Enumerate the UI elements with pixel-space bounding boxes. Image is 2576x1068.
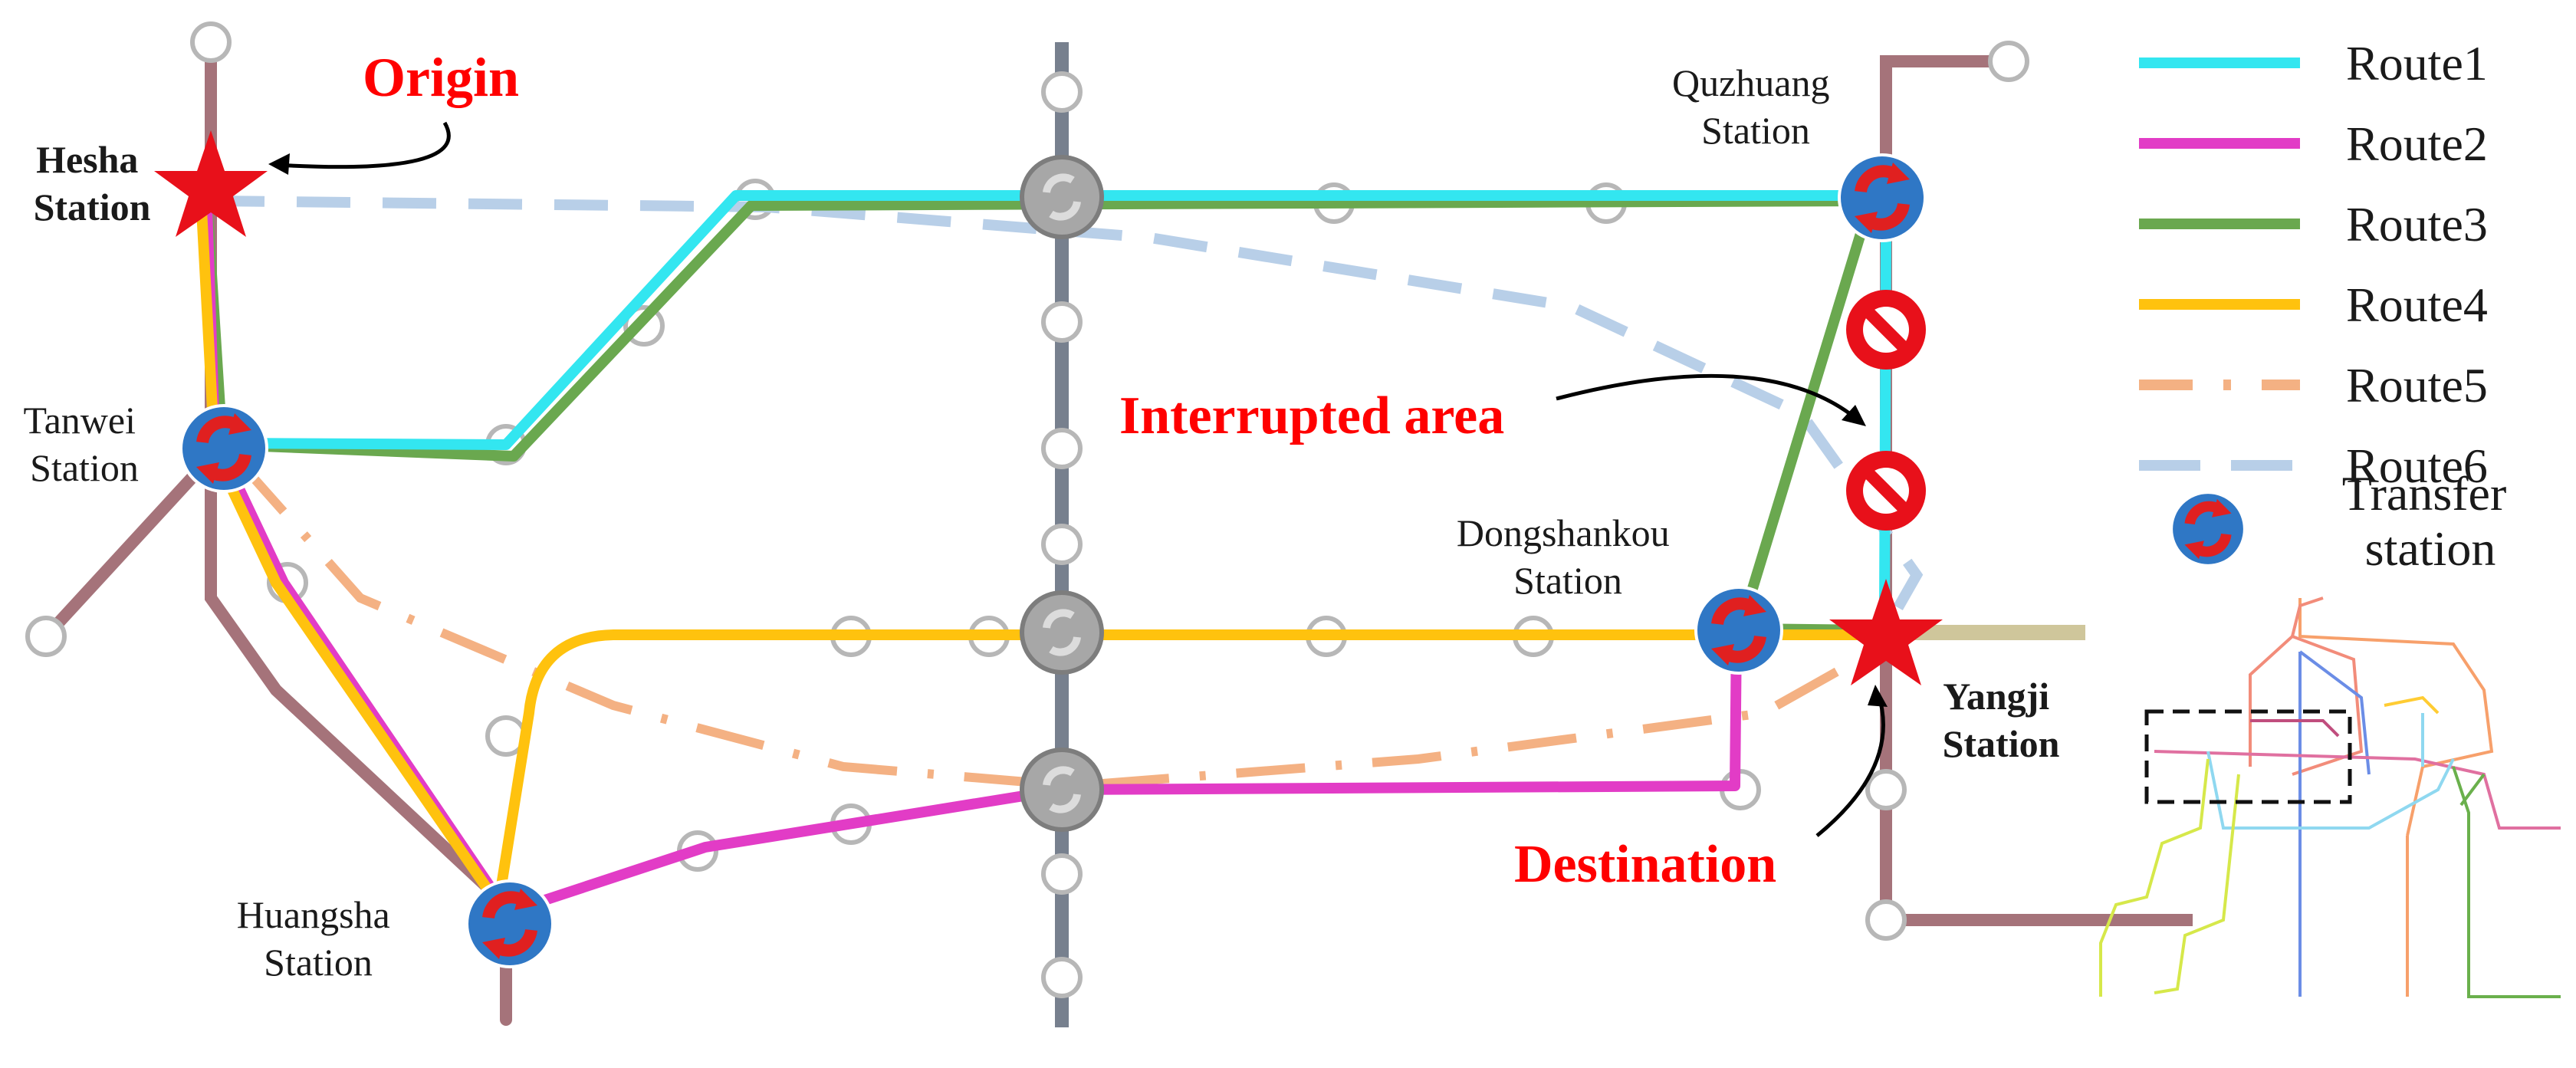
station-labels: Hesha Station Tanwei Station Huangsha St… <box>24 61 2060 984</box>
station-node <box>1865 899 1907 941</box>
minimap-line <box>2250 719 2340 738</box>
transfer-station-icon <box>181 406 267 491</box>
minimap-line <box>2099 758 2210 997</box>
tanwei-station-label: Tanwei Station <box>24 399 146 489</box>
station-node <box>1041 853 1083 895</box>
gray-transfer-icon <box>1022 157 1102 237</box>
annotation-arrows <box>268 121 1888 837</box>
station-node <box>1041 71 1083 113</box>
legend-label-route1: Route1 <box>2346 36 2488 90</box>
huangsha-station-label: Huangsha Station <box>237 893 399 984</box>
legend-label-route3: Route3 <box>2346 197 2488 251</box>
gray-transfer-icon <box>1022 593 1102 672</box>
station-node <box>1988 41 2029 82</box>
legend-label-route4: Route4 <box>2346 278 2488 332</box>
station-node <box>1041 524 1083 565</box>
hesha-station-label: Hesha Station <box>34 138 151 228</box>
transfer-station-icon <box>2171 492 2244 565</box>
station-node <box>1865 769 1907 810</box>
mini-metro-map <box>2099 596 2561 998</box>
station-node <box>25 616 67 657</box>
route3-path <box>202 196 1879 636</box>
legend-label-route5: Route5 <box>2346 358 2488 412</box>
legend-transfer-label: Transfer station <box>2342 466 2519 576</box>
gray-transfer-icon <box>1022 750 1102 830</box>
minimap-line <box>2154 774 2240 994</box>
quzhuang-station-label: Quzhuang Station <box>1672 61 1839 152</box>
origin-arrow <box>275 121 451 169</box>
no-entry-icon <box>1846 290 1926 370</box>
origin-star-icon <box>154 130 268 237</box>
interrupted-arrow <box>1556 373 1857 419</box>
legend-label-route6: Route6 <box>2346 439 2488 493</box>
no-entry-icon <box>1846 451 1926 531</box>
destination-star-icon <box>1829 579 1943 685</box>
route5-path <box>234 457 1888 791</box>
minimap-line <box>2291 596 2324 637</box>
station-node <box>1041 301 1083 343</box>
transfer-station-icon <box>1696 587 1782 673</box>
minimap-line <box>2298 650 2371 775</box>
route4-path <box>196 195 1886 910</box>
minimap-focus-box <box>2144 709 2352 804</box>
legend-transfer: Transfer station <box>2171 466 2519 576</box>
destination-arrow <box>1815 693 1885 837</box>
yangji-station-label: Yangji Station <box>1943 675 2060 765</box>
interrupted-area-label: Interrupted area <box>1119 386 1504 445</box>
transfer-station-icon <box>467 881 553 967</box>
station-node <box>1041 957 1083 998</box>
legend-label-route2: Route2 <box>2346 117 2488 171</box>
dongshankou-station-label: Dongshankou Station <box>1457 511 1679 602</box>
destination-label: Destination <box>1514 835 1776 894</box>
minimap-line <box>2452 766 2561 998</box>
station-node <box>1041 428 1083 469</box>
minimap-line <box>2459 773 2486 807</box>
transfer-station-icon <box>1839 155 1925 241</box>
station-node <box>190 21 232 63</box>
minimap-line <box>2384 695 2440 715</box>
origin-label: Origin <box>363 47 519 108</box>
